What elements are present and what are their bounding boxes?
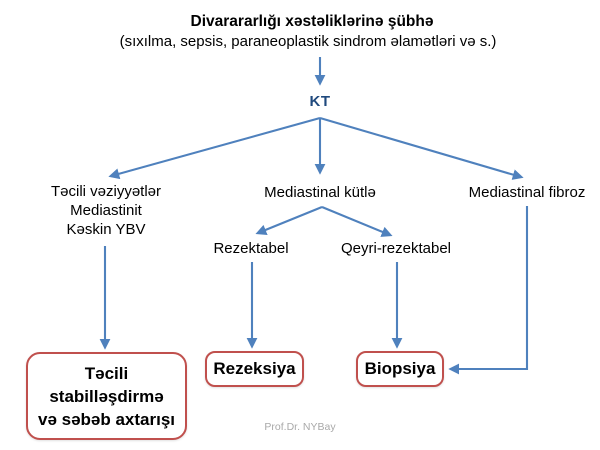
branch-left-line-2: Mediastinit [70, 202, 142, 219]
branch-middle-node: Mediastinal kütlə [264, 184, 376, 201]
arrow-kutle-to-rezektabel [255, 206, 323, 235]
outcome-stabilization-line-1: Təcili [84, 363, 129, 383]
rezektabel-node: Rezektabel [213, 240, 289, 257]
outcome-biopsiya-label: Biopsiya [364, 359, 436, 378]
qeyri-rezektabel-node: Qeyri-rezektabel [340, 240, 452, 257]
branch-left-node: Təcili vəziyyətlər Mediastinit Kəskin YB… [51, 182, 161, 239]
kt-node: KT [309, 93, 331, 110]
arrow-kutle-to-qeyrirezektabel [321, 206, 393, 237]
branch-left-line-3: Kəskin YBV [66, 221, 146, 238]
outcome-stabilization-line-3: və səbəb axtarışı [37, 409, 176, 429]
diagram-title: Divarararlığı xəstəliklərinə şübhə [190, 13, 434, 30]
branch-right-node: Mediastinal fibroz [468, 184, 586, 201]
arrow-kt-to-left [108, 116, 321, 180]
outcome-box-rezeksiya: Rezeksiya [205, 351, 304, 387]
diagram-subtitle: (sıxılma, sepsis, paraneoplastik sindrom… [119, 33, 497, 50]
outcome-box-stabilization: Təcili stabilləşdirmə və səbəb axtarışı [26, 352, 187, 440]
arrow-fibroz-to-biopsiya [448, 206, 529, 375]
branch-left-line-1: Təcili vəziyyətlər [50, 183, 162, 200]
outcome-rezeksiya-label: Rezeksiya [213, 359, 296, 378]
author-credit: Prof.Dr. NYBay [264, 421, 336, 433]
arrow-kt-to-right [319, 116, 524, 180]
outcome-stabilization-line-2: stabilləşdirmə [49, 386, 164, 406]
outcome-box-biopsiya: Biopsiya [356, 351, 444, 387]
